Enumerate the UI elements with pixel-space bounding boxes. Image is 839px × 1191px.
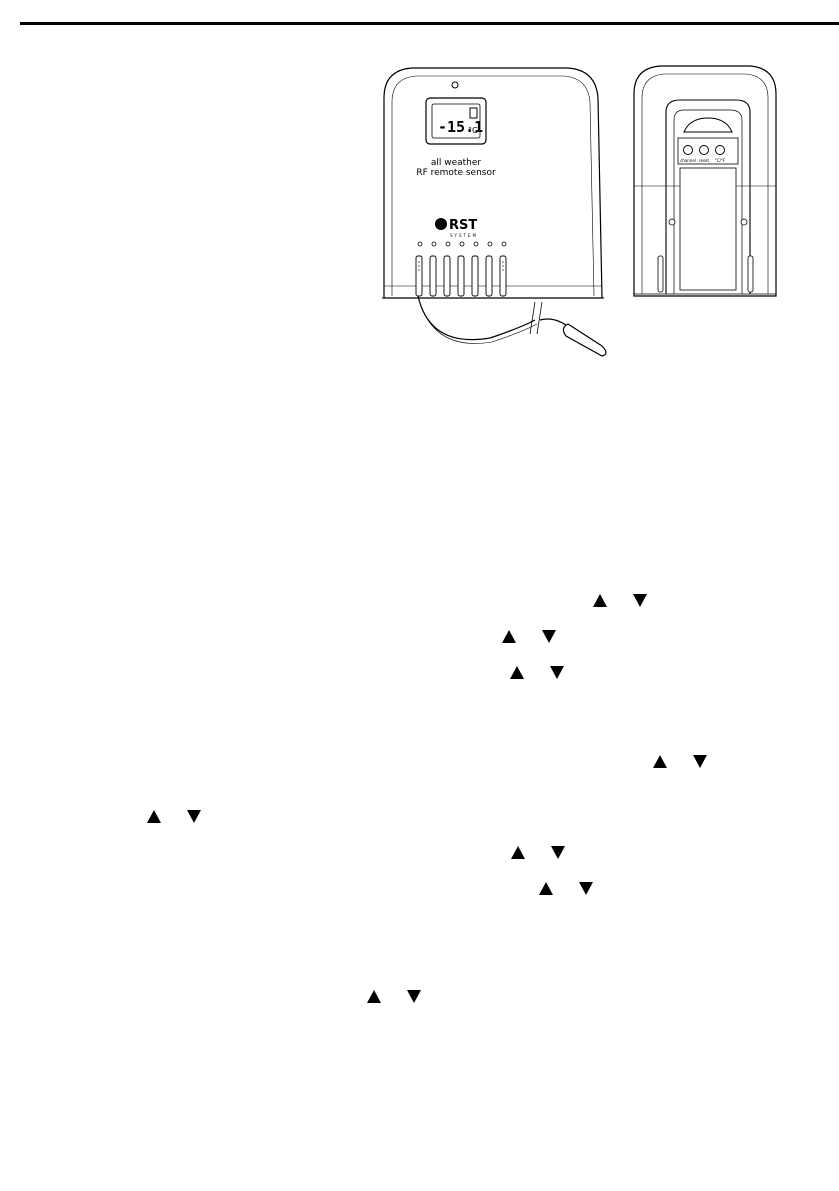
down-arrow-icon <box>693 754 707 768</box>
reset-button-label: reset <box>699 158 710 163</box>
lcd-reading: -15.1 <box>438 118 483 136</box>
unit-button-label: °C/°F <box>715 158 726 163</box>
arrow-pair-8 <box>367 988 421 1004</box>
unit-button-icon <box>715 145 725 155</box>
up-arrow-icon <box>147 809 161 823</box>
brand-name: RST <box>449 218 477 233</box>
temperature-probe <box>562 323 607 357</box>
top-rule <box>20 22 839 25</box>
arrow-pair-7 <box>539 880 593 896</box>
sensor-label-line2: RF remote sensor <box>416 168 496 178</box>
arrow-pair-6 <box>511 844 565 860</box>
arrow-pair-3 <box>510 664 564 680</box>
down-arrow-icon <box>551 845 565 859</box>
up-arrow-icon <box>653 754 667 768</box>
up-arrow-icon <box>511 845 525 859</box>
up-arrow-icon <box>502 629 516 643</box>
brand-logo-icon <box>435 218 447 230</box>
lcd-unit: °C <box>468 126 478 135</box>
down-arrow-icon <box>550 665 564 679</box>
channel-button-icon <box>683 145 693 155</box>
down-arrow-icon <box>542 629 556 643</box>
arrow-pair-4 <box>653 753 707 769</box>
arrow-pair-5 <box>147 808 201 824</box>
up-arrow-icon <box>510 665 524 679</box>
up-arrow-icon <box>593 593 607 607</box>
arrow-pair-2 <box>502 628 556 644</box>
up-arrow-icon <box>539 881 553 895</box>
down-arrow-icon <box>633 593 647 607</box>
channel-button-label: channel <box>680 158 696 163</box>
front-sensor-illustration: -15.1 °C all weather RF remote sensor RS… <box>382 67 607 357</box>
down-arrow-icon <box>187 809 201 823</box>
up-arrow-icon <box>367 989 381 1003</box>
back-sensor-illustration: channel reset °C/°F <box>633 65 777 297</box>
reset-button-icon <box>699 145 709 155</box>
down-arrow-icon <box>407 989 421 1003</box>
arrow-pair-1 <box>593 592 647 608</box>
down-arrow-icon <box>579 881 593 895</box>
sensor-label-line1: all weather <box>431 158 482 168</box>
brand-sub: SYSTEM <box>450 233 478 238</box>
